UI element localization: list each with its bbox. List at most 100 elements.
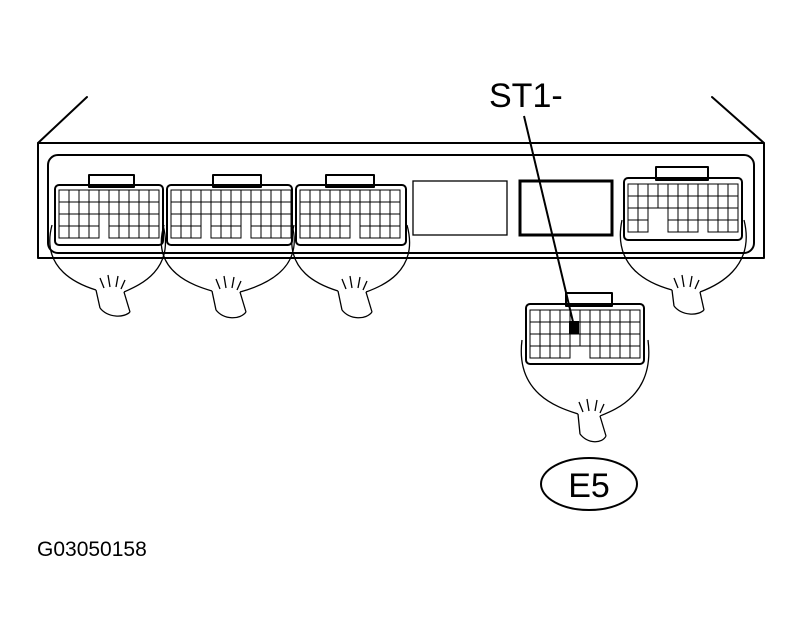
connector-pin — [717, 183, 729, 197]
connector-pin — [78, 189, 90, 203]
connector-pin — [138, 189, 150, 203]
connector-pin — [190, 189, 202, 203]
connector-pin — [559, 345, 571, 359]
connector-pin — [78, 201, 90, 215]
connector-pin — [250, 213, 262, 227]
connector-pin — [280, 189, 292, 203]
connector-pin — [667, 195, 679, 209]
connector-pin — [539, 309, 551, 323]
connector-pin — [230, 225, 242, 239]
connector-pin — [707, 207, 719, 221]
connector-pin — [647, 183, 659, 197]
wire-harness-1 — [49, 224, 166, 317]
connector-pin — [138, 225, 150, 239]
connector-pin — [270, 225, 282, 239]
connector-pin — [687, 183, 699, 197]
connector-pin — [339, 189, 351, 203]
connector-pin — [118, 225, 130, 239]
connector-pin — [717, 219, 729, 233]
connector-pin — [230, 213, 242, 227]
connector-pin — [200, 201, 212, 215]
connector-pin — [220, 225, 232, 239]
connector-pin — [98, 189, 110, 203]
connector-pin — [529, 345, 541, 359]
connector-pin — [180, 213, 192, 227]
connector-pin — [647, 195, 659, 209]
connector-pin — [170, 189, 182, 203]
connector-pin — [309, 189, 321, 203]
connector-pin — [599, 333, 611, 347]
connector-pin — [88, 189, 100, 203]
connector-pin — [389, 189, 401, 203]
connector-pin — [230, 189, 242, 203]
connector-pin — [329, 201, 341, 215]
connector-pin — [369, 201, 381, 215]
connector-pin — [707, 219, 719, 233]
connector-pin — [529, 309, 541, 323]
connector-pin — [148, 201, 160, 215]
connector-pin — [68, 213, 80, 227]
figure-code: G03050158 — [37, 538, 147, 561]
connector-pin — [369, 213, 381, 227]
connector-pin — [78, 225, 90, 239]
connector-pin — [108, 213, 120, 227]
connector-pin — [579, 333, 591, 347]
connector-pin — [260, 225, 272, 239]
connector-pin — [230, 201, 242, 215]
connector-pin — [220, 201, 232, 215]
connector-pin — [250, 189, 262, 203]
connector-pin — [599, 321, 611, 335]
e5-connector-pins — [529, 309, 641, 359]
ecu-connector-4 — [623, 166, 743, 241]
connector-pin — [58, 213, 70, 227]
connector-pin — [589, 309, 601, 323]
connector-pin — [589, 333, 601, 347]
st1-leader-line — [523, 115, 575, 327]
connector-pin — [210, 225, 222, 239]
connector-pin — [180, 201, 192, 215]
wire-harness-4 — [619, 219, 747, 315]
connector-pin — [667, 207, 679, 221]
connector-pin — [118, 189, 130, 203]
connector-1-pins — [58, 189, 160, 239]
connector-pin — [349, 189, 361, 203]
connector-pin — [579, 309, 591, 323]
connector-pin — [549, 345, 561, 359]
connector-pin — [88, 201, 100, 215]
connector-pin — [240, 189, 252, 203]
connector-pin — [128, 213, 140, 227]
connector-pin — [667, 183, 679, 197]
connector-pin — [339, 213, 351, 227]
connector-pin — [220, 213, 232, 227]
connector-pin — [309, 201, 321, 215]
connector-pin — [260, 201, 272, 215]
ecu-connector-3 — [295, 174, 407, 246]
wire-harness-e5 — [520, 339, 650, 443]
connector-pin — [549, 321, 561, 335]
connector-pin — [637, 183, 649, 197]
e5-label: E5 — [568, 467, 610, 505]
connector-pin — [389, 201, 401, 215]
connector-pin — [677, 183, 689, 197]
connector-pin — [138, 213, 150, 227]
connector-pin — [559, 333, 571, 347]
connector-pin — [319, 225, 331, 239]
connector-pin — [539, 345, 551, 359]
connector-pin — [58, 189, 70, 203]
connector-pin — [68, 225, 80, 239]
connector-pin — [627, 219, 639, 233]
ecu-connector-1 — [54, 174, 164, 246]
connector-pin — [108, 189, 120, 203]
connector-pin — [629, 333, 641, 347]
connector-pin — [667, 219, 679, 233]
connector-pin — [68, 201, 80, 215]
connector-pin — [549, 309, 561, 323]
connector-pin — [190, 225, 202, 239]
wire-harness-3 — [291, 224, 410, 319]
connector-pin — [379, 201, 391, 215]
connector-pin — [559, 321, 571, 335]
connector-pin — [319, 213, 331, 227]
connector-pin — [549, 333, 561, 347]
connector-pin — [637, 219, 649, 233]
